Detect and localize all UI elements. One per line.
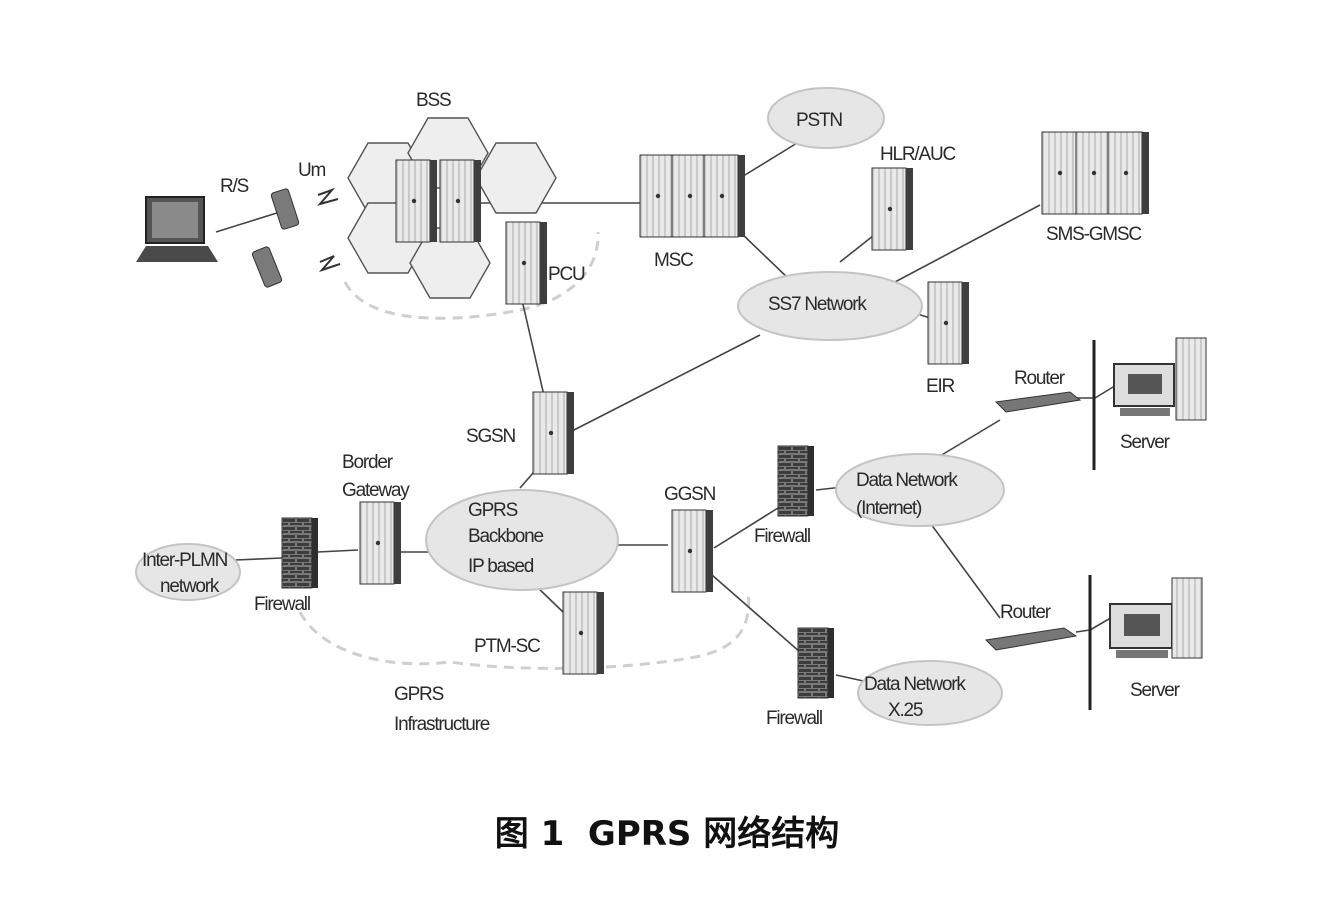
- label-pcu: PCU: [548, 264, 585, 285]
- sgsn-rack: [532, 391, 575, 475]
- label-sgsn: SGSN: [466, 426, 516, 447]
- label-firewall-left: Firewall: [254, 594, 310, 615]
- pstn-cloud: [767, 87, 885, 149]
- ggsn-rack: [671, 509, 714, 593]
- label-infra-l2: Infrastructure: [394, 714, 490, 735]
- mobile-phone-icon: [251, 188, 300, 288]
- label-internet-l2: (Internet): [856, 498, 922, 519]
- label-border-l1: Border: [342, 452, 394, 473]
- label-backbone-l2: Backbone: [468, 526, 544, 547]
- radio-link-icon: [317, 187, 341, 273]
- gprs-infrastructure-outline: [298, 589, 751, 670]
- label-router-top: Router: [1014, 368, 1066, 389]
- label-x25-l2: X.25: [888, 700, 923, 721]
- pcu-rack: [505, 221, 548, 305]
- ss7-network-cloud: [737, 271, 923, 341]
- ptm-sc-rack: [562, 591, 605, 675]
- firewall-icon-bottom: [797, 627, 835, 699]
- label-backbone-l1: GPRS: [468, 500, 518, 521]
- hlr-auc-rack: [871, 167, 914, 251]
- label-sms-gmsc: SMS-GMSC: [1046, 224, 1141, 245]
- label-um: Um: [298, 160, 326, 181]
- label-hlr-auc: HLR/AUC: [880, 144, 955, 165]
- internet-cloud: [835, 453, 1005, 527]
- sms-gmsc-rack: [1041, 131, 1150, 215]
- inter-plmn-cloud: [135, 543, 241, 601]
- label-firewall-bottom: Firewall: [766, 708, 822, 729]
- label-backbone-l3: IP based: [468, 556, 534, 577]
- bts-rack-1: [395, 159, 438, 243]
- border-gateway-rack: [359, 501, 402, 585]
- label-server-top: Server: [1120, 432, 1171, 453]
- firewall-icon-left: [281, 517, 319, 589]
- label-internet-l1: Data Network: [856, 470, 958, 491]
- label-pstn: PSTN: [796, 110, 842, 131]
- x25-cloud: [857, 660, 1003, 726]
- label-border-l2: Gateway: [342, 480, 410, 501]
- eir-rack: [927, 281, 970, 365]
- label-bss: BSS: [416, 90, 451, 111]
- server-icon-bottom: [1109, 577, 1203, 659]
- msc-rack: [639, 154, 746, 238]
- gprs-backbone-cloud: [425, 489, 619, 591]
- label-server-bottom: Server: [1130, 680, 1181, 701]
- laptop-icon: [136, 196, 218, 262]
- label-firewall-mid: Firewall: [754, 526, 810, 547]
- firewall-icon-mid: [777, 445, 815, 517]
- label-rs: R/S: [220, 176, 249, 197]
- router-icon-top: [994, 391, 1082, 413]
- label-ptm-sc: PTM-SC: [474, 636, 540, 657]
- diagram-labels: BSS PSTN HLR/AUC SMS-GMSC Um R/S PCU MSC…: [142, 90, 1182, 735]
- label-eir: EIR: [926, 376, 955, 397]
- server-icon-top: [1113, 337, 1207, 421]
- figure-caption: 图 1 GPRS 网络结构: [494, 814, 840, 854]
- router-icon-bottom: [984, 627, 1078, 651]
- label-msc: MSC: [654, 250, 693, 271]
- label-x25-l1: Data Network: [864, 674, 966, 695]
- label-ggsn: GGSN: [664, 484, 716, 505]
- bts-rack-2: [439, 159, 482, 243]
- label-inter-plmn-l2: network: [160, 576, 220, 597]
- label-infra-l1: GPRS: [394, 684, 444, 705]
- label-inter-plmn-l1: Inter-PLMN: [142, 550, 228, 571]
- label-router-bottom: Router: [1000, 602, 1052, 623]
- label-ss7: SS7 Network: [768, 294, 867, 315]
